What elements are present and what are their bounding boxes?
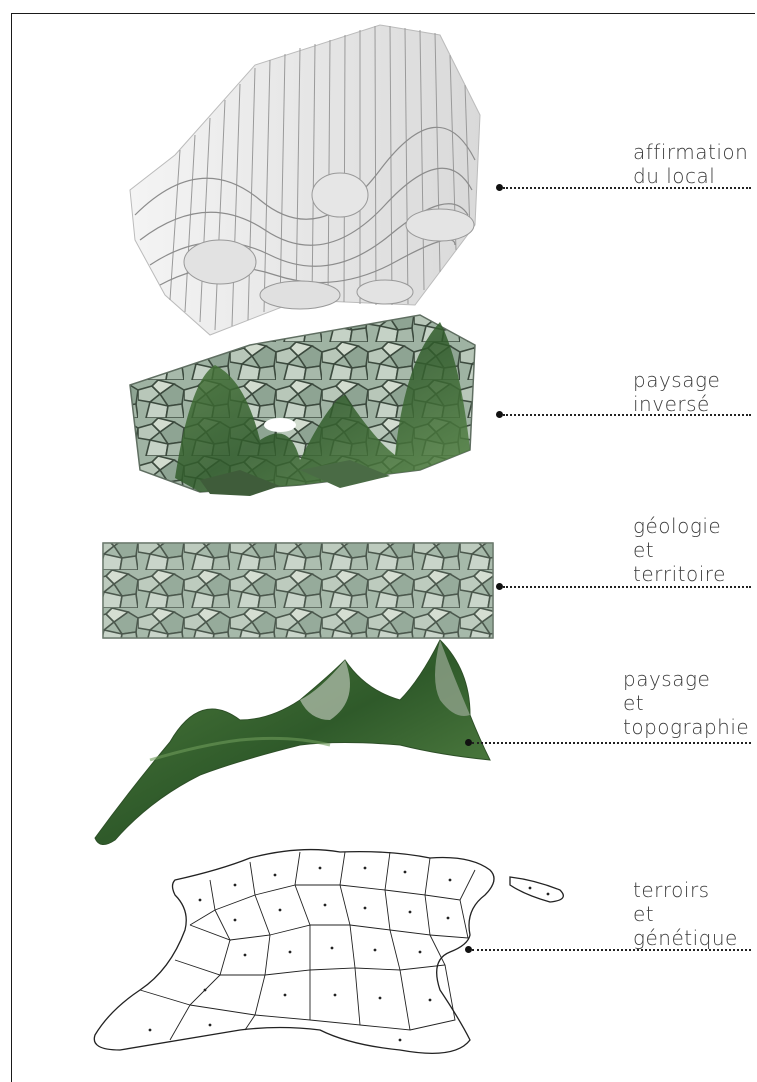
label-paysage-inverse-line-1: paysage [633, 368, 720, 392]
label-topographie-line-1: paysage [623, 667, 749, 691]
label-paysage-inverse: paysage inversé [633, 368, 720, 416]
leader-dot-topographie [465, 739, 472, 746]
leader-line-geologie [503, 586, 751, 588]
label-paysage-inverse-line-2: inversé [633, 392, 720, 416]
affirmation-layer-model [130, 25, 480, 335]
leader-dot-paysage-inverse [496, 411, 503, 418]
label-terroirs: terroirs et génétique [633, 878, 738, 950]
geologie-layer-model [103, 543, 493, 638]
label-topographie-line-2: et [623, 691, 749, 715]
leader-line-topographie [472, 742, 751, 744]
topographie-layer-model [95, 640, 490, 845]
label-geologie-line-1: géologie [633, 514, 726, 538]
label-topographie: paysage et topographie [623, 667, 749, 739]
label-affirmation-line-1: affirmation [633, 140, 748, 164]
label-affirmation: affirmation du local [633, 140, 748, 188]
terroirs-layer-model [94, 850, 563, 1054]
label-geologie-line-3: territoire [633, 562, 726, 586]
leader-line-paysage-inverse [503, 414, 751, 416]
label-terroirs-line-1: terroirs [633, 878, 738, 902]
leader-dot-affirmation [496, 184, 503, 191]
leader-line-affirmation [503, 187, 751, 189]
label-geologie: géologie et territoire [633, 514, 726, 586]
label-terroirs-line-3: génétique [633, 926, 738, 950]
paysage-inverse-layer-model [130, 315, 475, 496]
label-affirmation-line-2: du local [633, 164, 748, 188]
leader-line-terroirs [472, 949, 751, 951]
label-geologie-line-2: et [633, 538, 726, 562]
leader-dot-geologie [496, 583, 503, 590]
leader-dot-terroirs [465, 946, 472, 953]
label-terroirs-line-2: et [633, 902, 738, 926]
label-topographie-line-3: topographie [623, 715, 749, 739]
